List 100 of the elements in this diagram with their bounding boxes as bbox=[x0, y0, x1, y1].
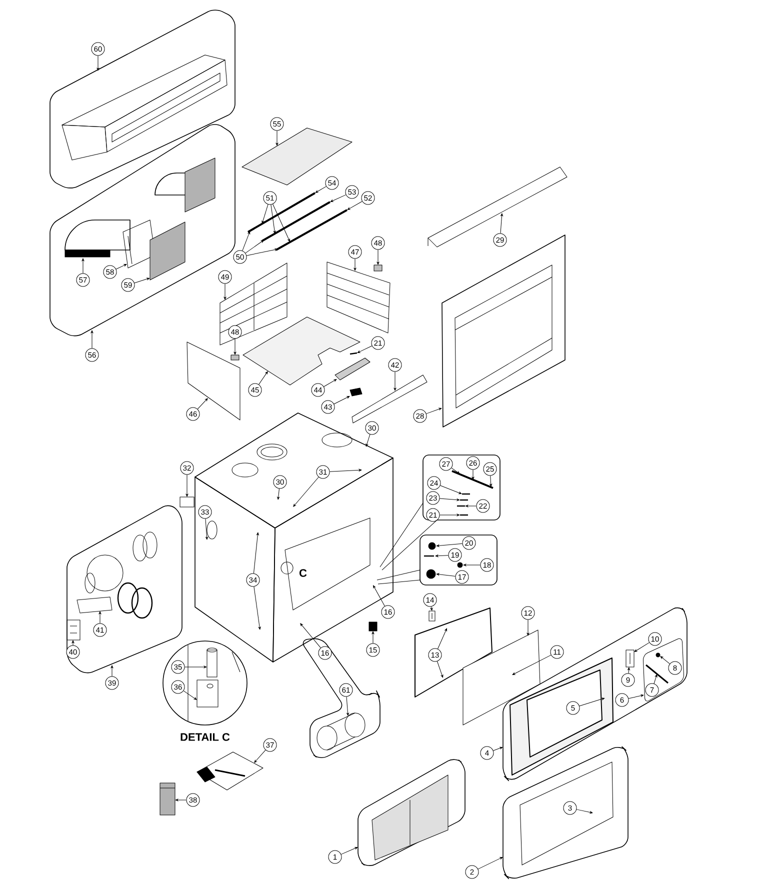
manual bbox=[196, 752, 264, 790]
leader-line bbox=[110, 665, 114, 676]
leader-line bbox=[512, 654, 552, 675]
leader-line bbox=[72, 640, 74, 646]
leader-line bbox=[134, 278, 150, 284]
leader-line bbox=[579, 698, 605, 706]
leader-line bbox=[436, 661, 444, 678]
leader-line bbox=[380, 502, 424, 568]
leader-line bbox=[634, 642, 650, 652]
base-plate bbox=[242, 316, 360, 386]
leader-line bbox=[478, 857, 503, 870]
clip bbox=[374, 264, 382, 272]
leader-line bbox=[90, 330, 94, 348]
leader-line bbox=[276, 130, 278, 146]
leader-line bbox=[435, 554, 449, 558]
front-frame bbox=[442, 234, 566, 428]
leader-line bbox=[526, 620, 530, 636]
leader-line bbox=[330, 468, 362, 472]
leader-line bbox=[330, 194, 346, 202]
leader-line bbox=[300, 623, 321, 648]
door-frame bbox=[414, 608, 492, 698]
leader-line bbox=[262, 204, 268, 224]
bar bbox=[352, 374, 428, 424]
leader-line bbox=[254, 750, 266, 763]
leader-line bbox=[394, 372, 396, 391]
leader-line bbox=[660, 656, 670, 664]
leader-line bbox=[346, 696, 349, 716]
nut bbox=[428, 542, 436, 550]
screen-panel bbox=[358, 759, 466, 866]
leader-line bbox=[378, 580, 420, 584]
leader-line bbox=[376, 570, 420, 580]
detail-circle bbox=[162, 640, 248, 726]
leader-line bbox=[373, 585, 385, 606]
rod bbox=[276, 209, 348, 251]
leader-line bbox=[366, 434, 370, 447]
leader-line bbox=[436, 543, 463, 547]
handle-panel bbox=[642, 638, 684, 702]
leader-line bbox=[490, 476, 492, 487]
block bbox=[196, 680, 218, 708]
screw bbox=[350, 352, 358, 355]
firebrick-panel bbox=[220, 262, 288, 346]
leader-line bbox=[334, 396, 350, 404]
vent-grille bbox=[150, 222, 186, 280]
leader-line bbox=[500, 213, 503, 234]
rod bbox=[262, 201, 330, 242]
blower-kit-panel bbox=[66, 505, 182, 674]
leader-line bbox=[258, 371, 268, 385]
leader-line bbox=[440, 514, 460, 516]
leader-line bbox=[246, 248, 278, 256]
leader-line bbox=[451, 468, 460, 474]
leader-line bbox=[465, 504, 476, 508]
leader-line bbox=[98, 611, 102, 624]
leader-line bbox=[376, 250, 380, 265]
leader-line bbox=[277, 488, 280, 500]
leader-line bbox=[382, 520, 438, 570]
leader-line bbox=[654, 674, 658, 684]
leader-line bbox=[224, 284, 226, 300]
leader-line bbox=[186, 474, 188, 497]
leader-line bbox=[270, 204, 276, 234]
leader-line bbox=[245, 240, 264, 254]
door-kit-panel bbox=[502, 607, 688, 782]
leader-line bbox=[493, 746, 503, 751]
plate bbox=[350, 388, 362, 396]
clip bbox=[428, 610, 436, 622]
flue-collar bbox=[180, 496, 194, 508]
leader-line bbox=[357, 346, 372, 353]
top-panel bbox=[242, 128, 352, 186]
leader-line bbox=[116, 264, 127, 270]
screw bbox=[656, 652, 660, 658]
leader-line bbox=[438, 628, 447, 650]
label-text: DETAIL C bbox=[180, 733, 230, 741]
leader-line bbox=[354, 258, 356, 271]
glass-panel bbox=[462, 630, 540, 726]
bracket bbox=[334, 358, 370, 380]
leader-line bbox=[347, 201, 362, 210]
side-panel bbox=[186, 342, 240, 420]
leader-line bbox=[234, 338, 236, 355]
leader-line bbox=[197, 398, 208, 410]
leader-line bbox=[463, 564, 480, 566]
rod bbox=[248, 192, 316, 233]
latch bbox=[626, 650, 634, 668]
firebrick-panel bbox=[326, 262, 390, 334]
leader-line bbox=[183, 690, 197, 700]
leader-line bbox=[315, 186, 326, 193]
leader-line bbox=[254, 586, 261, 630]
leader-line bbox=[472, 470, 474, 480]
label-text: C bbox=[300, 569, 307, 577]
leader-line bbox=[440, 485, 462, 494]
leader-line bbox=[205, 518, 208, 540]
bracket bbox=[66, 620, 80, 640]
leader-line bbox=[628, 667, 630, 674]
leader-line bbox=[175, 798, 186, 802]
parts-box bbox=[420, 534, 498, 586]
leader-line bbox=[436, 573, 456, 576]
leader-line bbox=[372, 631, 374, 644]
post bbox=[206, 648, 218, 678]
cap-drawing bbox=[428, 166, 568, 248]
cylinder bbox=[160, 782, 176, 816]
rod bbox=[452, 470, 494, 489]
leader-line bbox=[82, 258, 84, 274]
